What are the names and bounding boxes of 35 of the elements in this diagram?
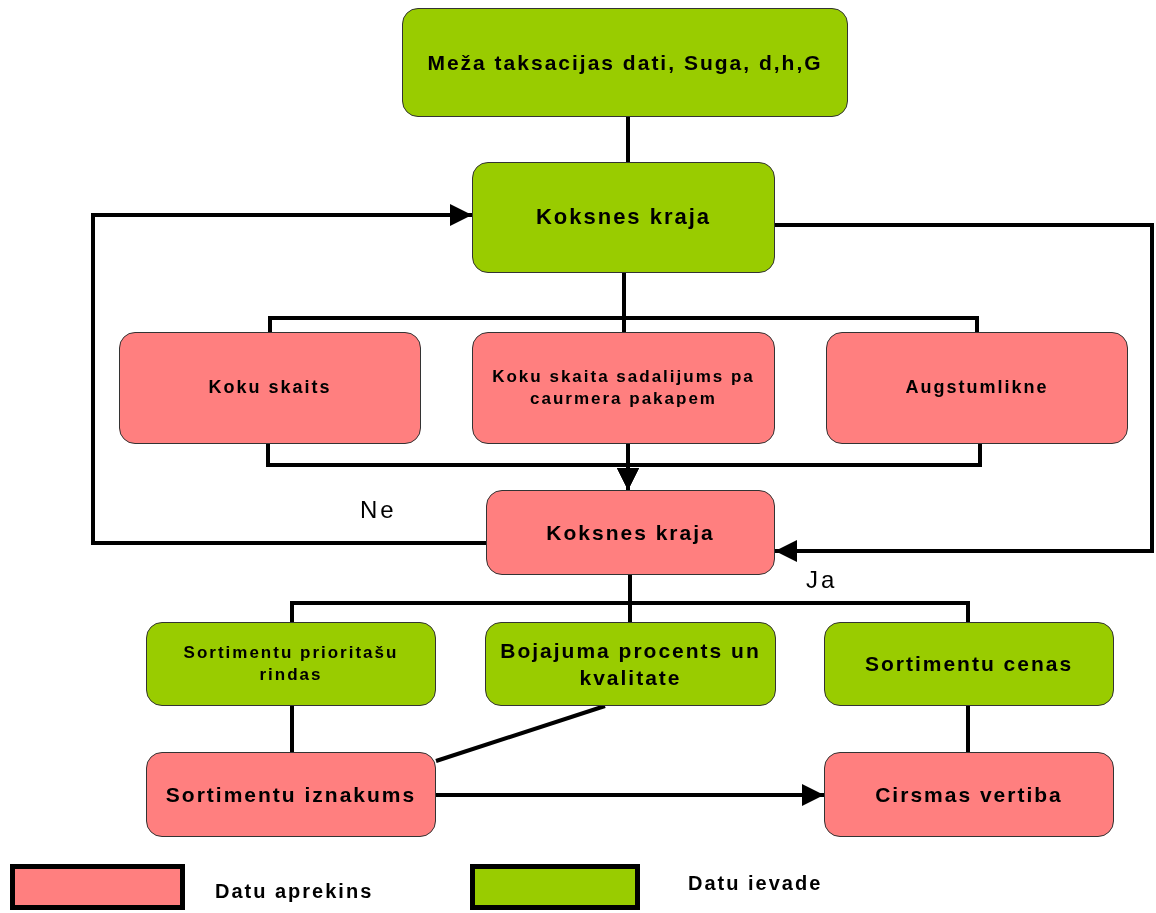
connector-line <box>628 575 970 622</box>
node-text: Sortimentu prioritašu rindas <box>182 641 400 686</box>
connector-line <box>435 704 606 763</box>
process-box <box>146 752 436 837</box>
arrow <box>91 204 486 545</box>
node-text: Koksnes kraja <box>546 519 715 546</box>
process-box <box>486 490 775 575</box>
process-box <box>119 332 421 444</box>
process-box <box>146 622 436 706</box>
connector-line <box>966 706 970 752</box>
process-box <box>402 8 848 117</box>
process-box <box>472 332 775 444</box>
connector-line <box>290 706 294 752</box>
process-box <box>472 162 775 273</box>
node-text: Meža taksacijas dati, Suga, d,h,G <box>427 49 823 76</box>
edge-label: Ne <box>360 496 397 524</box>
arrow <box>775 223 1154 562</box>
node-text: Augstumlikne <box>905 376 1049 400</box>
node-text: Bojajuma procents un kvalitate <box>499 637 762 691</box>
node-text: Cirsmas vertiba <box>875 781 1063 808</box>
process-box <box>826 332 1128 444</box>
node-text: Sortimentu iznakums <box>165 781 417 808</box>
connector-line <box>626 117 630 162</box>
node-text: Sortimentu cenas <box>864 651 1074 678</box>
legend-text: Datu ievade <box>688 872 823 895</box>
node-text: Koku skaita sadalijums pa caurmera pakapem <box>491 365 756 410</box>
edge-label: Ja <box>806 566 838 594</box>
node-text: Koku skaits <box>208 376 332 400</box>
process-box <box>824 752 1114 837</box>
legend-text: Datu aprekins <box>215 880 374 903</box>
connector-line <box>622 273 979 332</box>
process-box <box>485 622 776 706</box>
node-text: Koksnes kraja <box>535 203 712 232</box>
arrow <box>436 784 824 806</box>
process-box <box>824 622 1114 706</box>
